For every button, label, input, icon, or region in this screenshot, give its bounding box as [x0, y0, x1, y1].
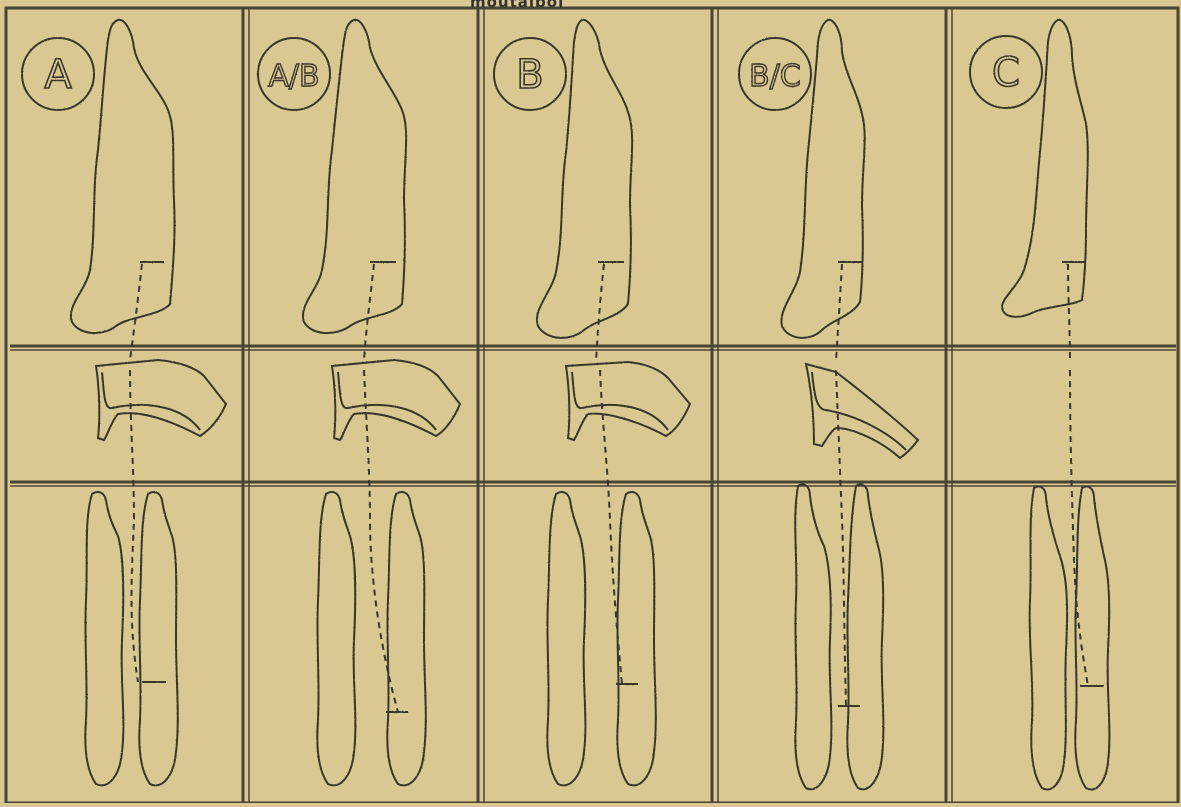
fat-layer-line-AB — [338, 372, 436, 430]
spine-split-left-BC — [795, 484, 831, 789]
spine-split-right-BC — [847, 484, 883, 789]
spine-split-left-AB — [317, 492, 355, 785]
fat-layer-line-B — [572, 372, 668, 430]
grade-badge-label-A: A — [44, 52, 72, 98]
measurement-guide-lower-BC — [836, 370, 846, 706]
loin-cross-section-A — [96, 360, 226, 440]
carcass-side-profile-A — [71, 20, 175, 333]
spine-split-left-A — [85, 492, 123, 785]
top-caption: moutaibol — [470, 0, 564, 11]
carcass-side-profile-B — [537, 20, 632, 338]
column-C: C — [970, 20, 1109, 790]
spine-split-right-A — [139, 492, 177, 785]
loin-cross-section-BC — [806, 364, 918, 458]
grade-badge-label-AB: A/B — [268, 59, 319, 94]
grade-badge-label-B: B — [516, 52, 543, 98]
measurement-guide-lower-A — [130, 370, 138, 682]
measurement-guide-lower-AB — [364, 370, 398, 712]
spine-split-right-AB — [387, 492, 425, 785]
spine-split-left-C — [1030, 486, 1068, 789]
spine-split-right-B — [617, 492, 655, 785]
column-BC: B/C — [739, 20, 918, 790]
fat-layer-line-A — [102, 372, 200, 430]
column-B: B — [494, 20, 690, 786]
column-AB: A/B — [258, 20, 460, 786]
loin-cross-section-B — [566, 362, 690, 440]
grade-badge-label-C: C — [992, 50, 1020, 96]
column-A: A — [22, 20, 226, 786]
loin-cross-section-AB — [332, 360, 460, 440]
spine-split-left-B — [547, 492, 585, 785]
grade-badge-label-BC: B/C — [749, 59, 801, 94]
